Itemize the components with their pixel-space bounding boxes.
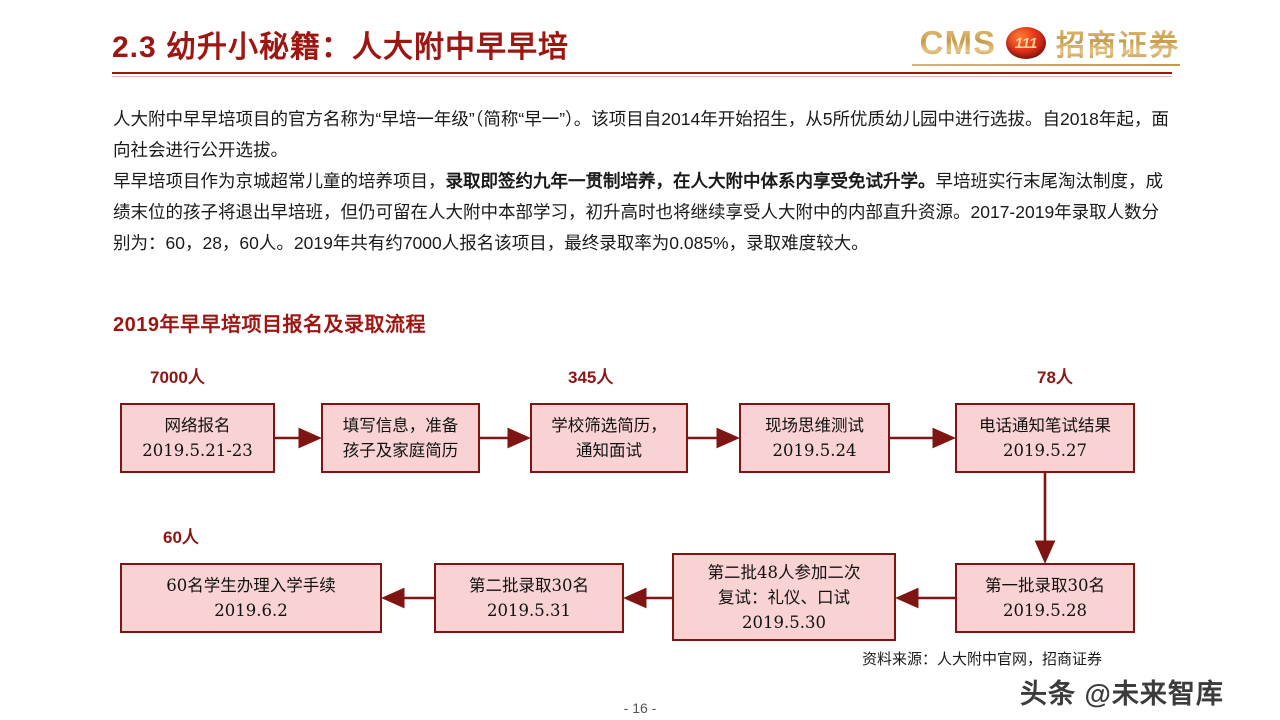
box-first-batch[interactable]: 第一批录取30名 2019.5.28 <box>955 563 1135 633</box>
flow-box-line: 2019.5.24 <box>772 441 857 460</box>
flow-box-line: 第二批48人参加二次 <box>707 562 861 582</box>
flow-box-line: 2019.5.31 <box>487 601 571 620</box>
count-label-4: 60人 <box>163 528 199 547</box>
flow-box-line: 通知面试 <box>576 441 642 460</box>
box-second-interview[interactable]: 第二批48人参加二次复试：礼仪、口试 2019.5.30 <box>672 553 896 641</box>
flow-box-line: 第二批录取30名 <box>469 576 589 595</box>
flow-box-line: 学校筛选简历， <box>551 416 667 435</box>
paragraph-2-part-1: 早早培项目作为京城超常儿童的培养项目， <box>113 171 446 191</box>
flow-box-line: 网络报名 <box>164 416 231 435</box>
flow-box-line: 2019.5.30 <box>742 612 826 632</box>
count-label-2: 345人 <box>568 368 614 387</box>
paragraph-2-part-2: 早培班实行末尾淘汰制度，成绩末位的孩子将退出早培班，但仍可留在人大附中本部学习，… <box>113 171 1163 253</box>
flow-box-line: 复试：礼仪、口试 <box>718 587 850 607</box>
paragraph-1: 人大附中早早培项目的官方名称为“早培一年级”（简称“早一”）。该项目自2014年… <box>113 109 1169 160</box>
slide-header: 2.3 幼升小秘籍：人大附中早早培 CMS 111 招商证券 <box>0 0 1280 88</box>
paragraph-2-emphasis: 录取即签约九年一贯制培养，在人大附中体系内享受免试升学。 <box>445 171 936 191</box>
flow-box-line: 2019.6.2 <box>214 601 288 620</box>
flow-box-line: 填写信息，准备 <box>342 416 459 435</box>
box-phone-notice[interactable]: 电话通知笔试结果 2019.5.27 <box>955 403 1135 473</box>
count-label-1: 7000人 <box>150 368 205 387</box>
box-fill-info[interactable]: 填写信息，准备孩子及家庭简历 <box>321 403 480 473</box>
header-divider-thin <box>112 76 1172 77</box>
box-enrollment[interactable]: 60名学生办理入学手续 2019.6.2 <box>120 563 382 633</box>
cms-logo: CMS 111 招商证券 <box>920 20 1180 66</box>
flow-box-line: 2019.5.21-23 <box>142 441 253 460</box>
flow-box-line: 孩子及家庭简历 <box>342 441 459 460</box>
page-number: - 16 - <box>623 700 657 716</box>
section-heading: 2019年早早培项目报名及录取流程 <box>113 314 426 336</box>
flow-box-line: 第一批录取30名 <box>985 576 1105 595</box>
flow-box-line: 电话通知笔试结果 <box>979 416 1111 435</box>
box-school-screening[interactable]: 学校筛选简历， 通知面试 <box>530 403 688 473</box>
logo-chinese-text: 招商证券 <box>1056 22 1180 64</box>
box-onsite-test[interactable]: 现场思维测试 2019.5.24 <box>739 403 890 473</box>
flow-box-line: 60名学生办理入学手续 <box>166 576 336 595</box>
logo-underline <box>912 64 1180 66</box>
logo-emblem-icon: 111 <box>1005 27 1046 59</box>
box-online-registration[interactable]: 网络报名 2019.5.21-23 <box>120 403 275 473</box>
flow-box-line: 2019.5.27 <box>1003 441 1087 460</box>
page-title: 2.3 幼升小秘籍：人大附中早早培 <box>112 31 570 64</box>
body-text-block: 人大附中早早培项目的官方名称为“早培一年级”（简称“早一”）。该项目自2014年… <box>113 104 1173 259</box>
flow-box-line: 2019.5.28 <box>1003 601 1087 620</box>
box-second-batch[interactable]: 第二批录取30名 2019.5.31 <box>434 563 624 633</box>
watermark: 头条 @未来智库 <box>1020 679 1224 709</box>
logo-latin-text: CMS <box>919 24 996 61</box>
paragraph-2: 早早培项目作为京城超常儿童的培养项目，录取即签约九年一贯制培养，在人大附中体系内… <box>113 166 1173 259</box>
source-note: 资料来源：人大附中官网，招商证券 <box>862 651 1103 668</box>
header-divider <box>112 72 1172 74</box>
count-label-3: 78人 <box>1037 368 1073 387</box>
flow-box-line: 现场思维测试 <box>765 416 864 435</box>
